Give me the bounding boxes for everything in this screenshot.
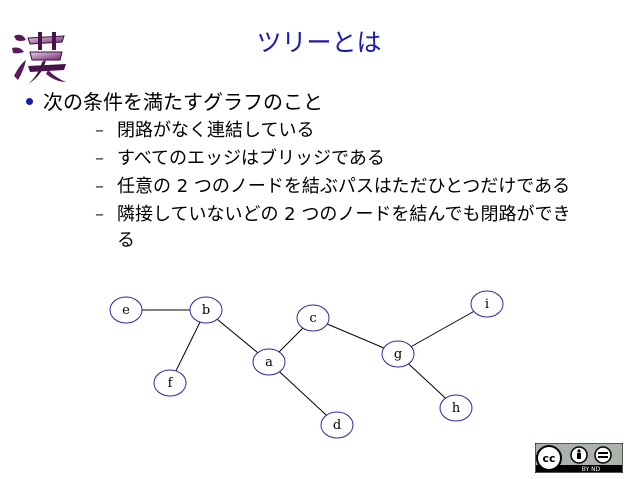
cc-badge-text: BY ND (582, 466, 601, 473)
node-label-e: e (122, 303, 130, 318)
sub-item-3: –任意の 2 つのノードを結ぶパスはただひとつだけである (95, 174, 570, 200)
dash-icon: – (95, 120, 104, 141)
sub-item-2-text: すべてのエッジはブリッジである (117, 148, 385, 169)
node-label-a: a (265, 355, 273, 370)
node-g: g (381, 340, 415, 368)
node-a: a (252, 348, 286, 376)
node-label-g: g (394, 347, 402, 362)
node-circle-c (296, 304, 330, 332)
sub-item-1: –閉路がなく連結している (95, 118, 314, 144)
edge-g-i (397, 303, 488, 355)
node-label-d: d (333, 418, 341, 433)
node-c: c (296, 304, 330, 332)
sub-item-4-text: 隣接していないどの 2 つのノードを結んでも閉路ができ (117, 204, 571, 225)
node-label-i: i (485, 297, 489, 312)
kanji-logo: 漢 (12, 32, 66, 84)
node-circle-e (109, 296, 143, 324)
node-f: f (153, 369, 187, 397)
slide-title: ツリーとは (256, 28, 382, 57)
node-circle-i (470, 290, 504, 318)
nd-icon (594, 446, 612, 464)
node-d: d (320, 411, 354, 439)
node-circle-g (381, 340, 415, 368)
bullet-dot-icon (26, 98, 33, 105)
cc-license-badge: cc BY ND (535, 443, 623, 473)
node-label-c: c (309, 311, 316, 326)
node-e: e (109, 296, 143, 324)
main-bullet: 次の条件を満たすグラフのこと (26, 88, 323, 116)
node-label-b: b (202, 303, 210, 318)
node-b: b (189, 296, 223, 324)
node-circle-a (252, 348, 286, 376)
dash-icon: – (95, 176, 104, 197)
sub-item-3-text: 任意の 2 つのノードを結ぶパスはただひとつだけである (117, 176, 571, 197)
node-circle-f (153, 369, 187, 397)
node-i: i (470, 290, 504, 318)
dash-icon: – (95, 204, 104, 225)
node-circle-h (439, 394, 473, 422)
node-circle-d (320, 411, 354, 439)
sub-item-1-text: 閉路がなく連結している (117, 120, 315, 141)
node-label-h: h (452, 401, 461, 416)
cc-icon (536, 445, 562, 471)
sub-item-2: –すべてのエッジはブリッジである (95, 146, 385, 172)
dash-icon: – (95, 148, 104, 169)
node-label-f: f (168, 376, 174, 391)
node-circle-b (189, 296, 223, 324)
node-h: h (439, 394, 473, 422)
sub-item-4: –隣接していないどの 2 つのノードを結んでも閉路ができ る (95, 202, 570, 254)
main-bullet-text: 次の条件を満たすグラフのこと (43, 90, 323, 114)
sub-item-4-continuation: る (117, 230, 135, 251)
svg-text:cc: cc (542, 452, 555, 465)
edge-a-d (268, 361, 338, 426)
